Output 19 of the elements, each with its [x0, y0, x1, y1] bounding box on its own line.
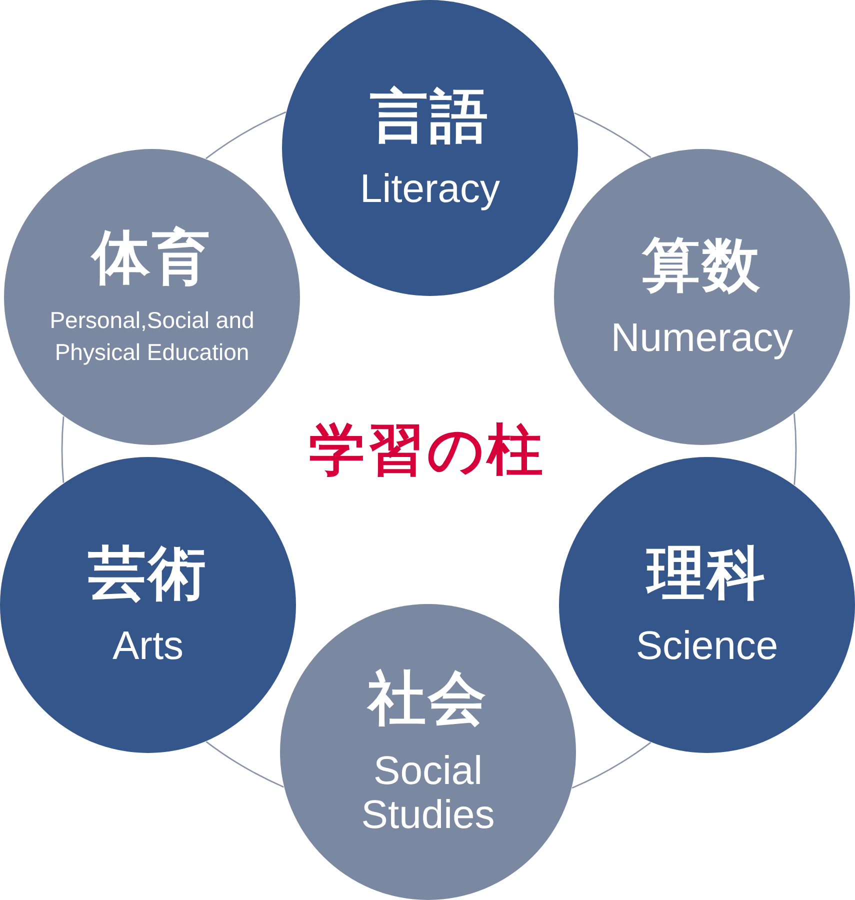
subject-english-name: Social Studies	[360, 749, 496, 837]
subject-english-name: Numeracy	[610, 316, 794, 360]
ring-arc-line	[793, 413, 797, 485]
subject-name: 体育	[92, 226, 212, 290]
subject-name: 社会	[368, 667, 488, 731]
ring-arc-line	[572, 742, 652, 789]
subject-name: 理科	[647, 542, 767, 606]
subject-name: 算数	[642, 234, 762, 298]
subject-name: 芸術	[88, 542, 208, 606]
subject-english-name: Personal,Social and Physical Education	[48, 306, 256, 367]
center-heading: 学習の柱	[309, 417, 546, 483]
ring-arc-line	[206, 741, 284, 788]
ring-arc-line	[574, 112, 652, 158]
ring-arc-line	[206, 111, 286, 160]
subject-english-name: Arts	[112, 624, 184, 668]
subject-english-name: Literacy	[360, 167, 500, 211]
ring-arc-line	[61, 416, 64, 483]
subject-name: 言語	[370, 85, 490, 149]
subject-english-name: Science	[636, 624, 778, 668]
